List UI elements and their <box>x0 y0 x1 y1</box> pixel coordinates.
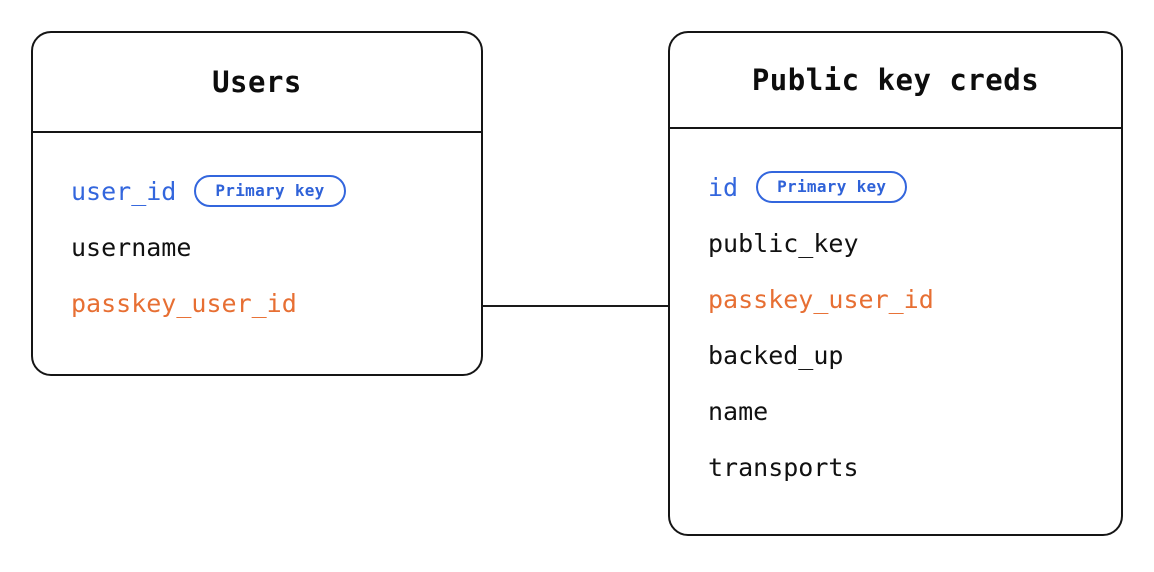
field-name-passkey-user-id: passkey_user_id <box>708 284 934 314</box>
field-row-transports[interactable]: transports <box>708 439 1121 495</box>
entity-table-users[interactable]: Users user_id Primary key username passk… <box>31 31 483 376</box>
field-row-backed-up[interactable]: backed_up <box>708 327 1121 383</box>
field-row-username[interactable]: username <box>71 219 481 275</box>
field-name-public-key: public_key <box>708 228 859 258</box>
field-row-user-id[interactable]: user_id Primary key <box>71 163 481 219</box>
entity-fields-public-key-creds: id Primary key public_key passkey_user_i… <box>670 129 1121 534</box>
field-name-transports: transports <box>708 452 859 482</box>
field-name-user-id: user_id <box>71 176 177 206</box>
primary-key-badge-users: Primary key <box>194 175 346 207</box>
field-row-name[interactable]: name <box>708 383 1121 439</box>
field-row-id[interactable]: id Primary key <box>708 159 1121 215</box>
field-name-id: id <box>708 172 739 202</box>
field-row-passkey-user-id[interactable]: passkey_user_id <box>708 271 1121 327</box>
field-row-public-key[interactable]: public_key <box>708 215 1121 271</box>
relationship-connector-users-to-public-key-creds <box>481 305 669 307</box>
entity-table-public-key-creds[interactable]: Public key creds id Primary key public_k… <box>668 31 1123 536</box>
field-row-passkey-user-id[interactable]: passkey_user_id <box>71 275 481 331</box>
entity-header-public-key-creds: Public key creds <box>670 33 1121 129</box>
primary-key-badge-public-key-creds: Primary key <box>756 171 908 203</box>
entity-title-public-key-creds: Public key creds <box>751 62 1040 97</box>
field-name-username: username <box>71 232 192 262</box>
field-name-passkey-user-id: passkey_user_id <box>71 288 297 318</box>
field-name-name: name <box>708 396 769 426</box>
entity-title-users: Users <box>212 64 302 99</box>
primary-key-badge-label: Primary key <box>215 181 325 200</box>
entity-fields-users: user_id Primary key username passkey_use… <box>33 133 481 374</box>
field-name-backed-up: backed_up <box>708 340 844 370</box>
primary-key-badge-label: Primary key <box>777 177 887 196</box>
entity-header-users: Users <box>33 33 481 133</box>
